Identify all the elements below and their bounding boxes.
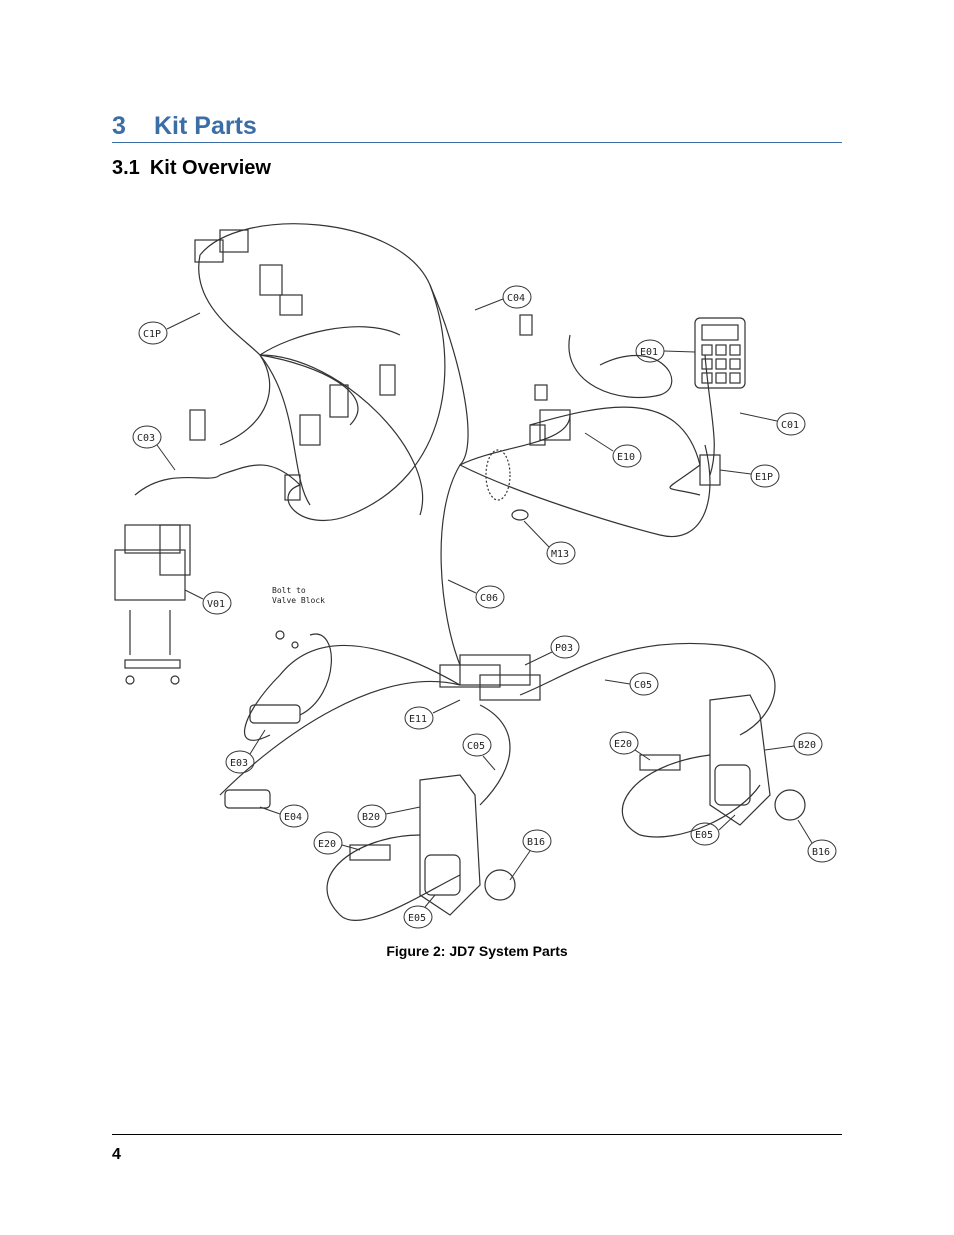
callout-label: V01 bbox=[207, 599, 225, 610]
callout-label: B16 bbox=[812, 847, 830, 858]
callout-label: C04 bbox=[507, 293, 525, 304]
callout-label: P03 bbox=[555, 643, 573, 654]
callout-label: E04 bbox=[284, 812, 302, 823]
section-heading: 3 Kit Parts bbox=[112, 110, 842, 143]
callout-label: C03 bbox=[137, 433, 155, 444]
jd7-system-parts-diagram: C1P C04 E01 C01 E10 E1P C03 M13 V01 C06 … bbox=[114, 223, 837, 929]
callout-label: E1P bbox=[755, 472, 773, 483]
callout-label: C05 bbox=[634, 680, 652, 691]
callout-label: E05 bbox=[695, 830, 713, 841]
subsection-number: 3.1 bbox=[112, 157, 140, 179]
callout-label: B20 bbox=[362, 812, 380, 823]
callout-label: C1P bbox=[143, 329, 161, 340]
callout-label: E03 bbox=[230, 758, 248, 769]
callout-label: B16 bbox=[527, 837, 545, 848]
callout-label: M13 bbox=[551, 549, 569, 560]
callout-label: C01 bbox=[781, 420, 799, 431]
callout-label: E01 bbox=[640, 347, 658, 358]
note-bolt-to: Bolt to bbox=[272, 586, 306, 595]
footer-rule bbox=[112, 1134, 842, 1135]
section-number: 3 bbox=[112, 112, 126, 140]
callout-label: E11 bbox=[409, 714, 427, 725]
callout-label: E20 bbox=[614, 739, 632, 750]
callout-label: E20 bbox=[318, 839, 336, 850]
note-valve-block: Valve Block bbox=[272, 596, 325, 605]
callout-label: E05 bbox=[408, 913, 426, 924]
section-title: Kit Parts bbox=[154, 112, 257, 140]
callout-label: C06 bbox=[480, 593, 498, 604]
callout-label: E10 bbox=[617, 452, 635, 463]
callout-label: C05 bbox=[467, 741, 485, 752]
subsection-heading: 3.1 Kit Overview bbox=[112, 157, 271, 180]
figure-caption: Figure 2: JD7 System Parts bbox=[386, 943, 568, 959]
callout-label: B20 bbox=[798, 740, 816, 751]
subsection-title: Kit Overview bbox=[149, 157, 271, 179]
page-number: 4 bbox=[112, 1146, 121, 1163]
